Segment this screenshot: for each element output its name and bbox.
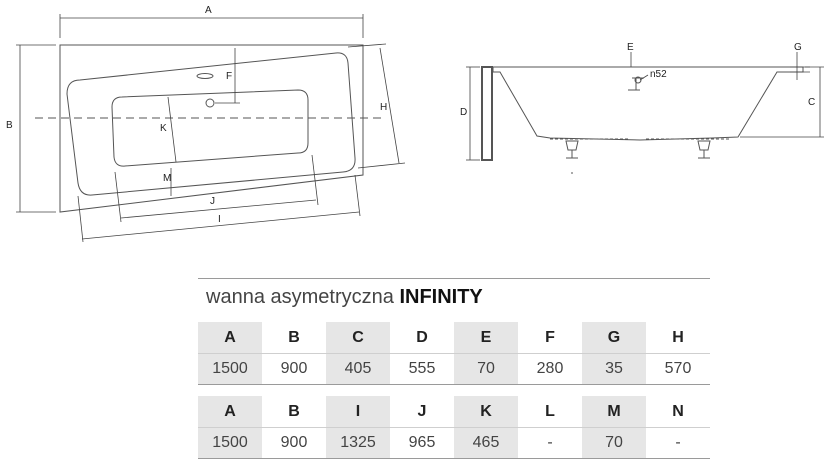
- table-value-cell: 405: [326, 353, 390, 385]
- label-b: B: [6, 120, 13, 131]
- table-header-cell: F: [518, 322, 582, 354]
- top-view-drain: [205, 98, 215, 108]
- table-value-cell: 465: [454, 427, 518, 459]
- table-value-cell: 1325: [326, 427, 390, 459]
- table-value-cell: 70: [454, 353, 518, 385]
- table-row: A B I J K L M N: [198, 396, 710, 428]
- table-value-cell: 555: [390, 353, 454, 385]
- label-j: J: [210, 196, 215, 207]
- side-view-profile: [492, 66, 804, 141]
- table-header-cell: H: [646, 322, 710, 354]
- table-row: 1500 900 1325 965 465 - 70 -: [198, 427, 710, 459]
- table-row: 1500 900 405 555 70 280 35 570: [198, 353, 710, 385]
- side-view-right-foot: [697, 140, 711, 151]
- label-a: A: [205, 5, 212, 16]
- table-header-cell: L: [518, 396, 582, 428]
- side-view: [481, 66, 804, 176]
- table-header-cell: M: [582, 396, 646, 428]
- table-value-cell: 1500: [198, 427, 262, 459]
- side-view-dimensions: [466, 52, 824, 161]
- top-view-outer-outline: [59, 44, 364, 213]
- side-view-support-panel: [481, 66, 493, 161]
- label-e: E: [627, 42, 634, 53]
- table-value-cell: 570: [646, 353, 710, 385]
- top-rule: [198, 278, 710, 279]
- label-f: F: [226, 71, 232, 82]
- table-value-cell: 965: [390, 427, 454, 459]
- label-k: K: [160, 123, 167, 134]
- product-title: wanna asymetryczna INFINITY: [206, 286, 483, 309]
- top-view-dimensions: [16, 14, 406, 243]
- table-value-cell: 900: [262, 427, 326, 459]
- table-header-cell: B: [262, 322, 326, 354]
- table-header-cell: I: [326, 396, 390, 428]
- table-header-cell: A: [198, 396, 262, 428]
- side-view-drain: [628, 77, 644, 91]
- table-header-cell: J: [390, 396, 454, 428]
- top-view-rim: [66, 52, 356, 196]
- label-i: I: [218, 214, 221, 225]
- technical-drawing: A B H F K M J I: [6, 5, 824, 243]
- table-row: A B C D E F G H: [198, 322, 710, 354]
- table-header-cell: G: [582, 322, 646, 354]
- dimensions-table-2: A B I J K L M N 1500 900 1325 965 465 - …: [198, 396, 710, 459]
- table-header-cell: C: [326, 322, 390, 354]
- table-value-cell: 35: [582, 353, 646, 385]
- label-drain: n52: [650, 69, 667, 80]
- label-d: D: [460, 107, 467, 118]
- table-header-cell: K: [454, 396, 518, 428]
- top-view-overflow: [196, 73, 214, 79]
- top-view-basin: [111, 89, 309, 167]
- table-value-cell: -: [518, 427, 582, 459]
- table-value-cell: 70: [582, 427, 646, 459]
- top-view: [35, 44, 385, 213]
- table-header-cell: E: [454, 322, 518, 354]
- label-m: M: [163, 173, 171, 184]
- table-header-cell: N: [646, 396, 710, 428]
- table-value-cell: 280: [518, 353, 582, 385]
- dimensions-table-1: A B C D E F G H 1500 900 405 555 70 280 …: [198, 322, 710, 385]
- table-value-cell: -: [646, 427, 710, 459]
- table-value-cell: 900: [262, 353, 326, 385]
- side-view-left-foot: [565, 140, 579, 151]
- label-g: G: [794, 42, 802, 53]
- table-header-cell: A: [198, 322, 262, 354]
- table-header-cell: B: [262, 396, 326, 428]
- product-title-name: INFINITY: [399, 286, 483, 308]
- table-header-cell: D: [390, 322, 454, 354]
- label-c: C: [808, 97, 815, 108]
- label-h: H: [380, 102, 387, 113]
- product-title-prefix: wanna asymetryczna: [206, 286, 394, 308]
- table-value-cell: 1500: [198, 353, 262, 385]
